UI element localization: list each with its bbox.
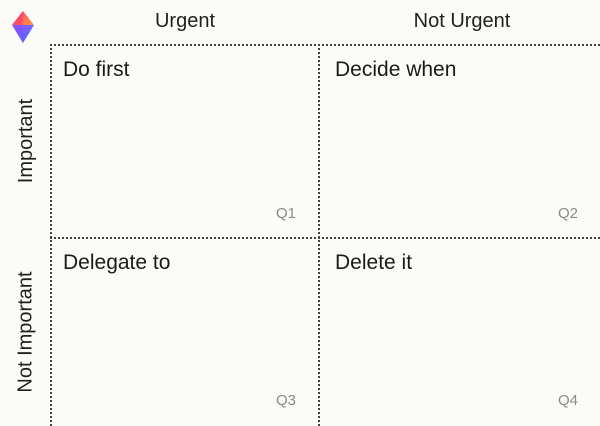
column-header-urgent: Urgent xyxy=(154,10,216,32)
grid-divider-horizontal xyxy=(50,237,600,239)
quadrant-tag: Q4 xyxy=(557,392,578,409)
quadrant-title: Delete it xyxy=(335,251,413,274)
quadrant-title: Do first xyxy=(63,58,130,81)
column-header-not-urgent: Not Urgent xyxy=(413,10,511,32)
grid-divider-vertical xyxy=(318,44,320,426)
grid-divider-top xyxy=(50,44,600,46)
row-header-important: Important xyxy=(14,44,38,238)
grid-divider-left xyxy=(50,44,52,426)
gem-logo-icon xyxy=(12,11,34,43)
quadrant-do-first[interactable]: Do first Q1 xyxy=(52,46,318,237)
quadrant-decide-when[interactable]: Decide when Q2 xyxy=(320,46,600,237)
row-header-important-label: Important xyxy=(15,98,38,184)
quadrant-title: Delegate to xyxy=(63,251,171,274)
quadrant-title: Decide when xyxy=(335,58,457,81)
quadrant-delete-it[interactable]: Delete it Q4 xyxy=(320,239,600,426)
quadrant-tag: Q2 xyxy=(557,205,578,222)
row-header-not-important: Not Important xyxy=(14,238,38,426)
row-header-not-important-label: Not Important xyxy=(15,271,38,393)
quadrant-tag: Q1 xyxy=(275,205,296,222)
quadrant-tag: Q3 xyxy=(275,392,296,409)
quadrant-delegate-to[interactable]: Delegate to Q3 xyxy=(52,239,318,426)
